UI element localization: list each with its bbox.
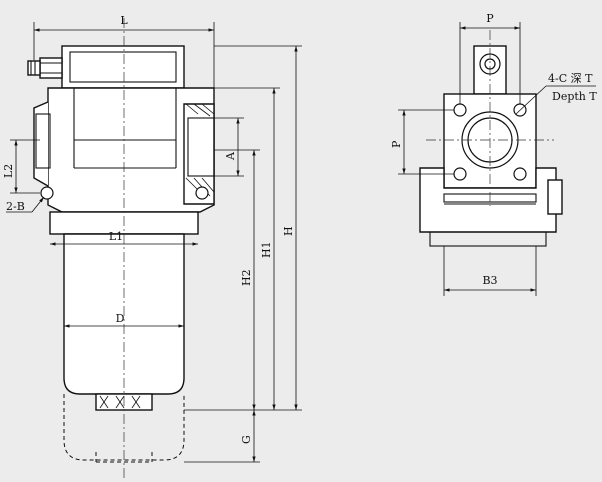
element-removal-clearance	[63, 394, 185, 461]
dim-label-H1: H1	[260, 241, 273, 258]
front-view: P P B3 4-C 深 T Depth T	[390, 12, 597, 296]
flange-hole-br	[513, 167, 527, 181]
top-cap	[61, 45, 185, 89]
dim-label-2B: 2-B	[6, 200, 25, 213]
side-window	[547, 179, 563, 215]
hole-note-depth: Depth T	[552, 90, 597, 103]
front-bottom	[429, 231, 547, 247]
dim-label-L1: L1	[109, 230, 123, 243]
flange-hole-bl	[453, 167, 467, 181]
dim-label-G: G	[240, 435, 253, 444]
dim-label-H2: H2	[240, 269, 253, 286]
dim-label-L: L	[120, 14, 128, 27]
dim-label-B3: B3	[482, 274, 497, 287]
indicator-plug	[27, 57, 63, 79]
mount-hole-left	[40, 186, 54, 200]
left-port-boss	[33, 101, 49, 187]
dim-label-P-side: P	[390, 140, 403, 148]
dim-label-P-top: P	[486, 12, 494, 25]
dim-label-L2: L2	[2, 164, 15, 178]
side-view: L L1 D L2 2-B A H H1 H2	[2, 14, 302, 478]
hole-note: 4-C 深 T	[548, 72, 593, 85]
dim-label-H: H	[282, 226, 295, 236]
top-cap-inner	[69, 51, 177, 83]
dim-label-D: D	[116, 312, 125, 325]
mount-hole-right	[195, 186, 209, 200]
dim-label-A: A	[224, 151, 237, 161]
flange-hole-tl	[453, 103, 467, 117]
